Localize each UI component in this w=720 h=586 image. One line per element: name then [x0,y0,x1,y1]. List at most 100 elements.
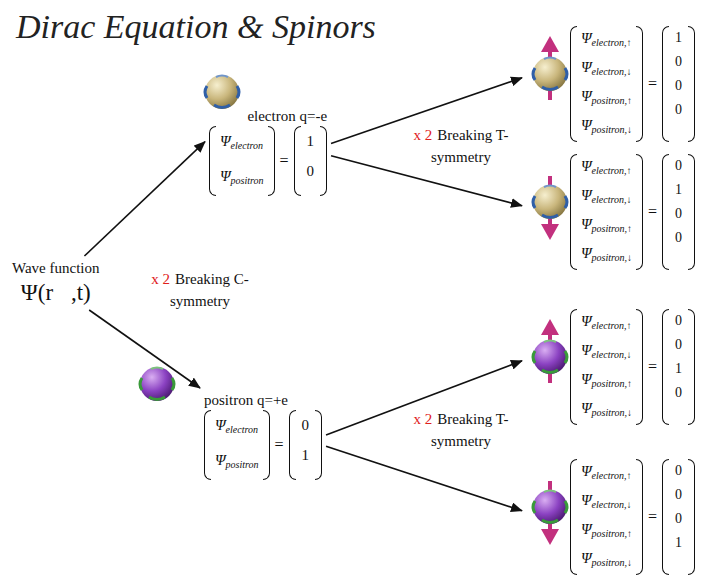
spinor-component: Ψelectron,↓ [579,488,634,517]
spinor-value: 1 [298,440,314,470]
spinor-component: Ψelectron,↑ [579,309,634,338]
subscript: electron,↑ [592,165,632,176]
spinor-component: Ψpositron,↑ [579,517,634,546]
spinor-matrix: Ψelectron,↑Ψelectron,↓Ψpositron,↑Ψpositr… [570,26,695,142]
multiplicity-label: x 2 [414,127,433,143]
psi-symbol: Ψ [581,492,592,508]
spinor-value: 0 [671,50,686,74]
component-column: Ψelectron,↑Ψelectron,↓Ψpositron,↑Ψpositr… [579,26,634,142]
spinor-component: Ψpositron [213,445,261,480]
particle-name: electron q=-e [209,106,327,126]
symmetry-label: Breaking T-symmetry [431,411,509,449]
right-paren [688,26,695,142]
spinor-matrix: Ψelectron,↑Ψelectron,↓Ψpositron,↑Ψpositr… [570,459,695,575]
spinor-value: 1 [303,126,319,156]
particle-name: positron q=+e [204,390,322,410]
spin-up-electron [533,36,567,100]
left-paren [204,410,211,480]
spinor-value: 0 [298,410,314,440]
multiplicity-label: x 2 [151,271,170,287]
arrow-connector [326,446,522,511]
label-group: x 2Breaking C-symmetry [150,268,250,312]
spinor-component: Ψpositron,↑ [579,367,634,396]
spinor-value: 1 [671,531,686,555]
psi-symbol: Ψ [581,463,592,479]
spinor-value: 0 [671,74,686,98]
psi-symbol: Ψ [220,133,231,149]
component-column: Ψelectron,↑Ψelectron,↓Ψpositron,↑Ψpositr… [579,309,634,425]
spinor-component: Ψpositron,↑ [579,212,634,241]
spinor-component: Ψelectron,↑ [579,26,634,55]
spinor-component: Ψelectron,↓ [579,183,634,212]
spinor-value: 1 [671,357,686,381]
spinor-value: 0 [671,483,686,507]
spinor-component: Ψelectron,↑ [579,154,634,183]
psi-symbol: Ψ [581,550,592,566]
left-paren [662,154,669,270]
spin-spinor: Ψelectron,↑Ψelectron,↓Ψpositron,↑Ψpositr… [522,22,699,146]
right-paren [688,459,695,575]
subscript: positron,↓ [592,124,632,135]
psi-symbol: Ψ [581,88,592,104]
equals-sign: = [280,152,289,170]
psi-symbol: Ψ [581,371,592,387]
subscript: electron,↓ [592,349,632,360]
equals-sign: = [648,508,657,526]
spinor-value: 0 [671,507,686,531]
right-paren [636,309,643,425]
spinor-value: 0 [671,154,686,178]
subscript: positron,↑ [592,378,632,389]
spinor-matrix: Ψelectron,↑Ψelectron,↓Ψpositron,↑Ψpositr… [570,154,695,270]
subscript: positron,↓ [592,407,632,418]
spinor-value: 1 [671,26,686,50]
left-paren [570,154,577,270]
value-column: 0100 [671,154,686,270]
particle-spinor: positron q=+eΨelectronΨpositron = 01 [200,388,326,482]
component-column: ΨelectronΨpositron [218,126,266,196]
equals-sign: = [648,358,657,376]
spin-spinor: Ψelectron,↑Ψelectron,↓Ψpositron,↑Ψpositr… [522,305,699,429]
psi-symbol: Ψ [215,417,226,433]
spinor-matrix: Ψelectron,↑Ψelectron,↓Ψpositron,↑Ψpositr… [570,309,695,425]
left-paren [570,309,577,425]
symmetry-label: Breaking C-symmetry [170,271,249,309]
spinor-component: Ψpositron,↓ [579,546,634,575]
wave-symbol: Ψ(r⃗,t) [12,278,100,308]
subscript: positron,↓ [592,557,632,568]
subscript: electron [231,140,263,151]
spinor-matrix: ΨelectronΨpositron = 01 [204,410,322,480]
spinor-value: 0 [671,202,686,226]
spinor-component: Ψelectron,↑ [579,459,634,488]
left-paren [289,410,296,480]
spinor-value: 0 [671,333,686,357]
psi-symbol: Ψ [581,187,592,203]
spin-down-positron [533,481,567,545]
right-paren [636,459,643,575]
value-column: 1000 [671,26,686,142]
psi-symbol: Ψ [581,245,592,261]
right-paren [320,126,327,196]
spinor-component: Ψpositron [218,161,266,196]
spinor-value: 0 [671,98,686,122]
particle-spinor: electron q=-eΨelectronΨpositron = 10 [205,104,331,198]
subscript: positron [231,175,264,186]
spin-up-positron [533,319,567,383]
spinor-value: 0 [303,156,319,186]
spinor-value: 0 [671,459,686,483]
arrow-connector [84,142,205,256]
left-paren [662,459,669,575]
equals-sign: = [648,75,657,93]
subscript: electron,↓ [592,194,632,205]
psi-symbol: Ψ [581,216,592,232]
spinor-value: 0 [671,226,686,250]
spinor-component: Ψelectron [213,410,261,445]
label-group: x 2Breaking T-symmetry [413,408,509,452]
right-paren [688,309,695,425]
subscript: positron,↑ [592,223,632,234]
subscript: electron,↓ [592,66,632,77]
equals-sign: = [275,436,284,454]
value-column: 10 [303,126,319,196]
spinor-component: Ψpositron,↑ [579,84,634,113]
